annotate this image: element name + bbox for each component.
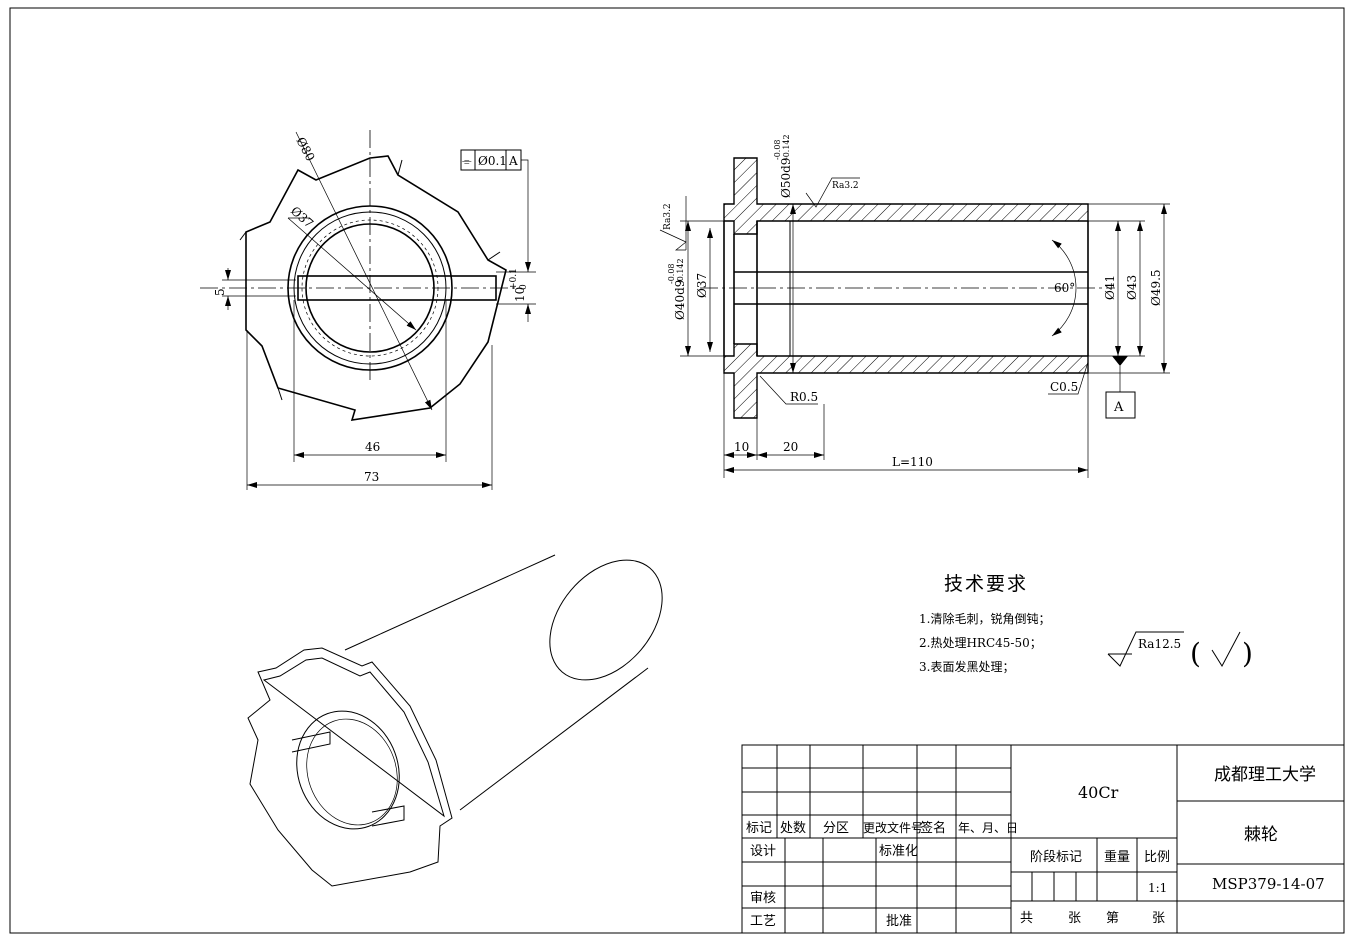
dim-dia-37: Ø37 <box>288 204 316 231</box>
section-view: 60° Ø41 Ø43 Ø49.5 A C0.5 R0.5 Ø50d9 -0.0… <box>659 134 1170 478</box>
dim-fillet: R0.5 <box>790 390 818 404</box>
requirement-2: 2.热处理HRC45-50； <box>919 636 1042 650</box>
dim-width-73: 73 <box>364 470 379 484</box>
tb-weight: 重量 <box>1104 849 1130 865</box>
tb-standardization: 标准化 <box>879 844 918 859</box>
tb-review: 审核 <box>750 891 776 906</box>
tb-stage-mark: 阶段标记 <box>1030 850 1082 865</box>
tb-drawing-no: MSP379-14-07 <box>1212 875 1325 893</box>
paren-close: ) <box>1242 637 1253 670</box>
dim-dia-40: Ø40d9 <box>673 280 687 320</box>
tb-approve: 批准 <box>886 914 912 929</box>
th-count: 处数 <box>780 821 806 836</box>
dim-len-total: L=110 <box>892 455 933 469</box>
requirements-title: 技术要求 <box>944 573 1028 595</box>
dim-dia-50-tol-up: -0.08 <box>773 139 782 160</box>
dim-len-10: 10 <box>734 440 749 454</box>
rough-top: Ra3.2 <box>832 181 859 191</box>
dim-dia-50-tol-low: -0.142 <box>782 134 791 160</box>
technical-requirements: 技术要求 1.清除毛刺，锐角倒钝； 2.热处理HRC45-50； 3.表面发黑处… <box>919 573 1253 674</box>
dim-dia-80: Ø80 <box>293 135 317 164</box>
dim-dia-41: Ø41 <box>1103 275 1117 300</box>
gdt-datum: A <box>508 154 518 168</box>
dim-len-20: 20 <box>783 440 798 454</box>
th-change-doc: 更改文件号 <box>863 820 923 835</box>
dim-dia-40-tol-low: -0.142 <box>676 258 685 284</box>
requirement-1: 1.清除毛刺，锐角倒钝； <box>919 611 1050 626</box>
tb-ratio: 比例 <box>1144 850 1170 865</box>
dim-dia-40-tol-up: -0.08 <box>667 263 676 284</box>
dim-dia-49-5: Ø49.5 <box>1149 269 1163 306</box>
dim-angle-60: 60° <box>1054 281 1075 295</box>
front-view: Ø80 Ø37 46 73 5 10 +0.1 0 ⌯ Ø0.1 A <box>200 130 536 490</box>
gdt-value: Ø0.1 <box>478 154 507 168</box>
tb-part-name: 棘轮 <box>1244 825 1278 845</box>
rough-left: Ra3.2 <box>663 203 673 230</box>
tb-number: 第 <box>1106 911 1119 926</box>
isometric-view <box>247 554 663 887</box>
th-mark: 标记 <box>746 821 772 836</box>
th-sign: 签名 <box>920 820 946 836</box>
th-zone: 分区 <box>823 821 849 836</box>
tb-total: 共 <box>1020 911 1033 926</box>
tb-design: 设计 <box>750 844 776 859</box>
dim-tol-upper: +0.1 <box>509 268 519 290</box>
rough-general: Ra12.5 <box>1138 637 1181 651</box>
tb-school: 成都理工大学 <box>1214 765 1316 785</box>
ratchet-outline <box>245 155 507 421</box>
th-date: 年、月、日 <box>958 821 1018 835</box>
dim-width-46: 46 <box>365 440 380 454</box>
dim-chamfer: C0.5 <box>1050 380 1078 394</box>
tb-material: 40Cr <box>1078 783 1119 802</box>
requirement-3: 3.表面发黑处理； <box>919 659 1014 674</box>
dim-dia-43: Ø43 <box>1125 275 1139 300</box>
dim-dia-50: Ø50d9 <box>779 158 793 198</box>
gdt-symbol: ⌯ <box>462 154 472 168</box>
title-block: 标记 处数 分区 更改文件号 签名 年、月、日 设计 标准化 审核 工艺 批准 … <box>741 744 1345 934</box>
tb-sheets: 张 <box>1068 911 1081 926</box>
tb-process: 工艺 <box>750 914 776 929</box>
tb-scale: 1:1 <box>1148 881 1167 895</box>
dim-tol-lower: 0 <box>519 284 529 290</box>
tb-sheet: 张 <box>1152 911 1165 926</box>
paren-open: ( <box>1190 637 1201 670</box>
drawing-frame <box>9 7 1345 934</box>
dim-slot-5: 5 <box>213 288 227 296</box>
dim-slot-10: 10 <box>513 287 527 302</box>
datum-box <box>1105 391 1136 419</box>
datum-label: A <box>1113 400 1124 415</box>
dim-dia-37-section: Ø37 <box>695 273 709 298</box>
